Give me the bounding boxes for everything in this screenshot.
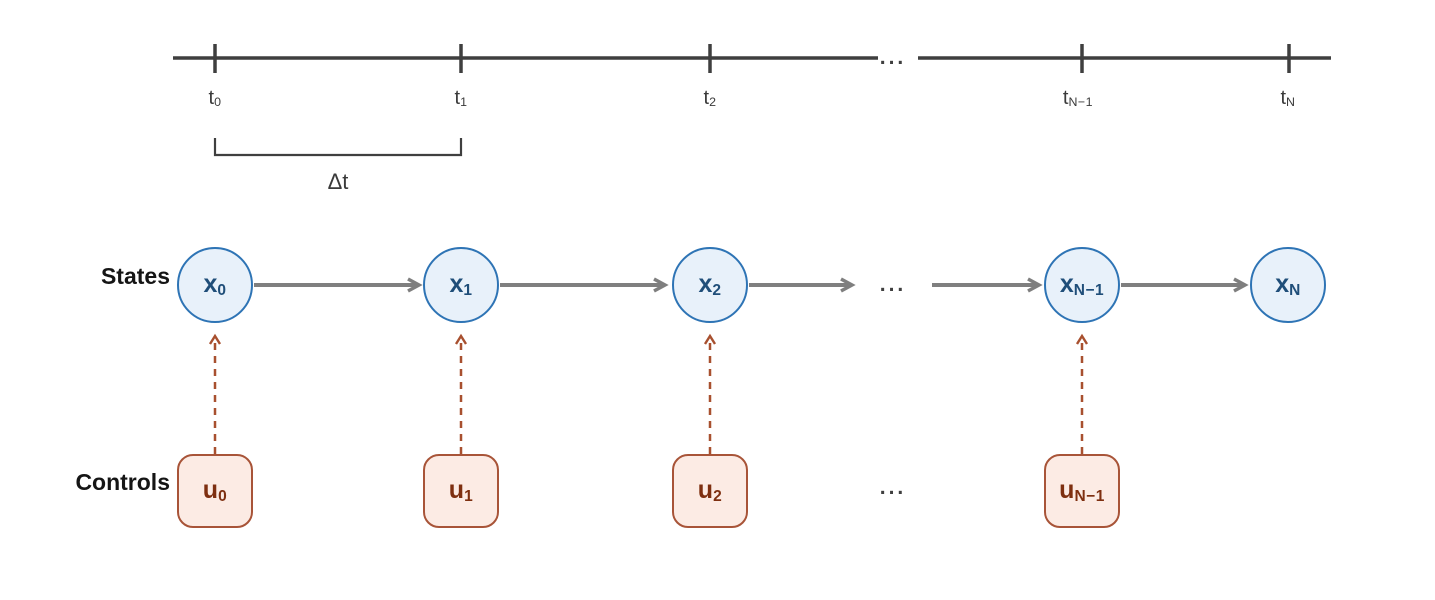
state-node-label: xN−1 (1059, 270, 1105, 299)
time-label-t1: t1 (421, 87, 501, 110)
control-node-u0: u0 (177, 454, 253, 528)
control-node-uN-1: uN−1 (1044, 454, 1120, 528)
time-label-tN-1: tN−1 (1038, 87, 1118, 110)
control-node-u1: u1 (423, 454, 499, 528)
state-node-xN-1: xN−1 (1044, 247, 1120, 323)
time-label-base: t (208, 87, 215, 109)
controls-ellipsis: ... (879, 476, 907, 499)
state-node-x1: x1 (423, 247, 499, 323)
control-node-u2: u2 (672, 454, 748, 528)
time-label-sub: 0 (214, 95, 222, 110)
time-label-sub: N (1286, 95, 1296, 110)
time-label-sub: 1 (460, 95, 468, 110)
time-label-sub: 2 (709, 95, 717, 110)
states-ellipsis: ... (879, 273, 907, 296)
timeline-ellipsis: ... (879, 46, 907, 69)
state-node-label: x1 (449, 270, 473, 299)
time-label-tN: tN (1248, 87, 1328, 110)
time-label-base: t (1280, 87, 1287, 109)
control-node-label: u2 (697, 476, 723, 505)
state-node-label: xN (1275, 270, 1301, 299)
time-label-base: t (454, 87, 461, 109)
time-label-base: t (703, 87, 710, 109)
control-node-label: uN−1 (1059, 476, 1105, 505)
states-row-label: States (100, 263, 170, 289)
state-node-label: x2 (698, 270, 722, 299)
controls-row-label: Controls (75, 469, 170, 495)
state-node-label: x0 (203, 270, 227, 299)
control-node-label: u0 (202, 476, 228, 505)
time-label-t0: t0 (175, 87, 255, 110)
time-label-t2: t2 (670, 87, 750, 110)
state-node-x2: x2 (672, 247, 748, 323)
state-node-xN: xN (1250, 247, 1326, 323)
control-node-label: u1 (448, 476, 474, 505)
state-node-x0: x0 (177, 247, 253, 323)
time-label-sub: N−1 (1068, 95, 1094, 110)
time-label-base: t (1062, 87, 1069, 109)
delta-t-label: Δt (327, 169, 349, 194)
